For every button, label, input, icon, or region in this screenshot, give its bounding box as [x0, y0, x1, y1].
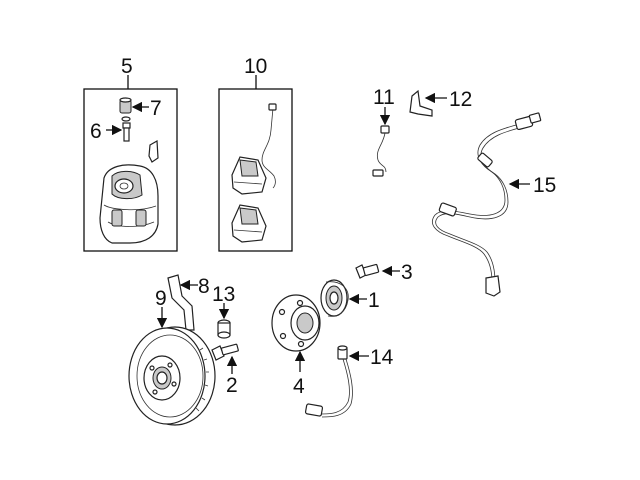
callout-4: 4	[293, 375, 305, 398]
caliper-group-box	[83, 88, 178, 252]
callout-8: 8	[198, 275, 210, 298]
callout-14: 14	[370, 346, 394, 369]
caliper-cap	[119, 97, 132, 114]
caliper-clip	[148, 139, 159, 163]
callout-13: 13	[212, 283, 235, 306]
wheel-hub: 4	[271, 294, 321, 398]
pad-wear-sensor-wire	[261, 107, 276, 189]
callout-1: 1	[368, 289, 380, 312]
brake-pad-group: 10	[218, 55, 293, 252]
wheel-bearing: 1	[320, 279, 380, 317]
brake-hose-front: 14	[304, 345, 394, 418]
callout-11: 11	[373, 86, 395, 109]
caliper-guide-bolt	[121, 116, 131, 142]
pad-wear-sensor-plug	[268, 103, 277, 111]
callout-2: 2	[226, 374, 238, 397]
abs-wheel-speed-sensor: 15	[431, 112, 556, 297]
brake-pad-outer	[231, 204, 267, 243]
caliper-mount-bolt: 2	[211, 343, 239, 397]
splash-shield: 8	[167, 274, 210, 331]
caliper-group: 5 7 6	[83, 55, 178, 252]
brake-rotor: 9	[128, 287, 216, 426]
callout-15: 15	[533, 174, 556, 197]
hub-nut: 13	[212, 283, 235, 339]
callout-5: 5	[121, 55, 133, 78]
brake-pad-inner	[231, 156, 267, 195]
sensor-bracket: 12	[409, 88, 472, 117]
callout-3: 3	[401, 261, 413, 284]
callout-12: 12	[449, 88, 472, 111]
callout-10: 10	[244, 55, 267, 78]
callout-9: 9	[155, 287, 167, 310]
hub-bolt: 3	[355, 261, 413, 284]
caliper-body	[99, 164, 159, 244]
callout-6: 6	[90, 120, 102, 143]
brake-hose-rear: 11	[372, 86, 395, 177]
callout-7: 7	[150, 97, 162, 120]
